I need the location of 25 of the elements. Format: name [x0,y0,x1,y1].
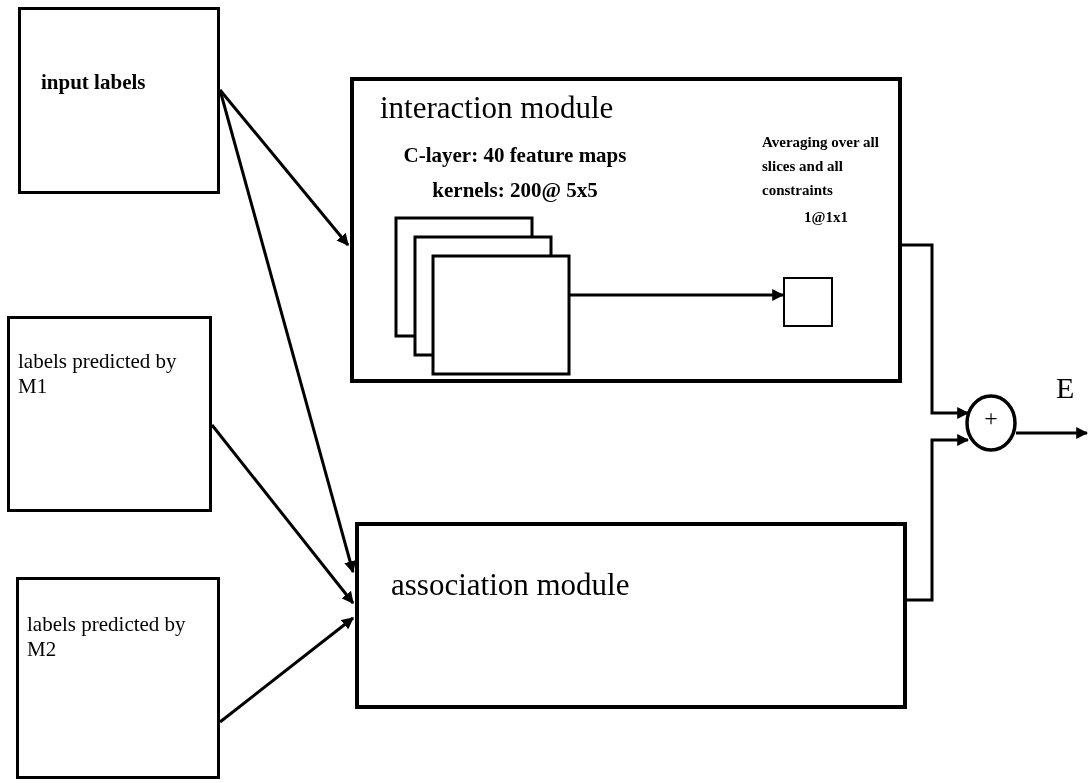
arrow [907,434,970,602]
arrow [1016,427,1089,439]
node-label: kernels: 200@ 5x5 [431,178,599,204]
arrow [210,424,355,604]
note-text: 1@1x1 [803,208,849,227]
module-box [350,77,902,383]
module-box [355,522,907,709]
arrow [902,243,970,419]
node-label: input labels [41,70,147,96]
module-title: association module [391,566,631,604]
arrow [218,89,350,246]
node-label: C-layer: 40 feature maps [402,143,628,169]
node-label: labels predicted by M1 [18,349,178,400]
input-box [18,7,220,194]
output-map [783,277,833,327]
input-box [16,577,220,779]
arrow [218,89,356,574]
module-title: interaction module [380,89,615,127]
node-label: labels predicted by M2 [27,612,187,663]
sum-node [965,394,1017,452]
node-label: + [983,404,999,433]
arrow [570,289,785,301]
note-text: Averaging over all slices and all constraints [762,133,880,200]
input-box [7,316,212,512]
arrow [219,616,354,724]
